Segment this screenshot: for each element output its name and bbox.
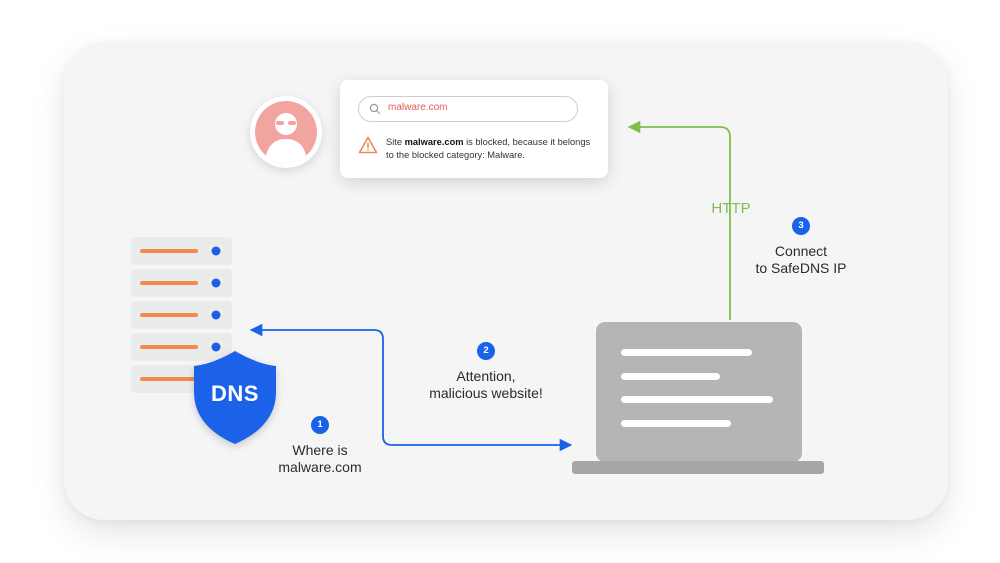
step-3-badge: 3 [792, 217, 810, 235]
message-domain: malware.com [404, 137, 464, 147]
step-2-badge: 2 [477, 342, 495, 360]
dns-query-arrow [249, 323, 573, 452]
server-unit-4 [131, 333, 232, 361]
step-3-line-1: Connect [774, 243, 828, 259]
step-2-line-1: Attention, [456, 368, 516, 384]
step-2-line-2: malicious website! [429, 385, 543, 401]
server-unit-2 [131, 269, 232, 297]
step-1-badge: 1 [311, 416, 329, 434]
server-unit-3 [131, 301, 232, 329]
laptop-icon [572, 322, 824, 474]
step-3-line-2: to SafeDNS IP [755, 260, 847, 276]
message-suffix: is blocked, because it belongs to the bl… [386, 137, 591, 160]
server-unit-1 [131, 237, 232, 265]
search-input-value: malware.com [388, 102, 448, 113]
step-1-label: Where is malware.com [260, 442, 380, 476]
blocked-message: Site malware.com is blocked, because it … [386, 136, 596, 162]
step-2-label: Attention, malicious website! [406, 368, 566, 402]
dns-label: DNS [211, 381, 259, 406]
browser-popup: malware.com Site malware.com is blocked,… [340, 80, 608, 178]
step-1-line-1: Where is [292, 442, 348, 458]
step-1-line-2: malware.com [278, 459, 362, 475]
avatar [250, 96, 322, 168]
message-prefix: Site [386, 137, 405, 147]
search-icon [369, 102, 381, 120]
user-avatar-icon [255, 101, 317, 163]
http-label: HTTP [711, 200, 751, 217]
warning-icon [358, 136, 378, 159]
http-arrow [627, 120, 731, 320]
step-3-label: Connect to SafeDNS IP [741, 243, 861, 277]
search-bar[interactable]: malware.com [358, 96, 578, 122]
